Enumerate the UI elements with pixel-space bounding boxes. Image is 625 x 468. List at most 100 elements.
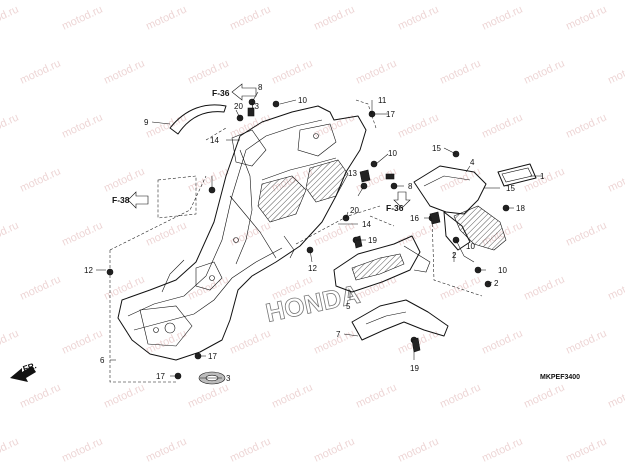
part-label-6: 6 bbox=[100, 356, 105, 365]
watermark-text: motod.ru bbox=[0, 219, 21, 248]
watermark-text: motod.ru bbox=[522, 57, 566, 86]
part-label-17a: 17 bbox=[386, 110, 395, 119]
part-4-tail-unit bbox=[413, 165, 507, 251]
watermark-text: motod.ru bbox=[18, 57, 62, 86]
part-label-19a: 19 bbox=[368, 236, 377, 245]
watermark-text: motod.ru bbox=[102, 165, 146, 194]
watermark-text: motod.ru bbox=[480, 327, 524, 356]
watermark-text: motod.ru bbox=[480, 435, 524, 464]
front-direction-arrow bbox=[10, 366, 36, 382]
watermark-text: motod.ru bbox=[186, 381, 230, 410]
watermark-text: motod.ru bbox=[522, 273, 566, 302]
part-5-bracket bbox=[333, 235, 431, 293]
watermark-text: motod.ru bbox=[480, 111, 524, 140]
watermark-text: motod.ru bbox=[606, 273, 625, 302]
part-label-12b: 12 bbox=[308, 264, 317, 273]
watermark-layer: motod.ru motod.ru motod.ru motod.ru motod.ru… bbox=[0, 3, 625, 464]
watermark-text: motod.ru bbox=[18, 273, 62, 302]
watermark-text: motod.ru bbox=[186, 57, 230, 86]
part-label-15b: 15 bbox=[506, 184, 515, 193]
part-label-7: 7 bbox=[336, 330, 341, 339]
part-label-9: 9 bbox=[144, 118, 149, 127]
watermark-text: motod.ru bbox=[438, 381, 482, 410]
watermark-text: motod.ru bbox=[0, 327, 21, 356]
watermark-text: motod.ru bbox=[606, 381, 625, 410]
part-label-13b: 13 bbox=[348, 169, 357, 178]
watermark-text: motod.ru bbox=[606, 165, 625, 194]
ref-label-f38: F-38 bbox=[112, 195, 130, 205]
rear-fender-assembly bbox=[117, 105, 367, 361]
watermark-text: motod.ru bbox=[102, 381, 146, 410]
ref-label-f36-top: F-36 bbox=[212, 88, 230, 98]
part-label-14a: 14 bbox=[210, 136, 219, 145]
watermark-text: motod.ru bbox=[228, 3, 272, 32]
part-label-2a: 2 bbox=[494, 279, 499, 288]
part-label-4: 4 bbox=[470, 158, 475, 167]
part-label-15a: 15 bbox=[432, 144, 441, 153]
part-label-16: 16 bbox=[410, 214, 419, 223]
part-label-20b: 20 bbox=[350, 206, 359, 215]
part-label-17c: 17 bbox=[156, 372, 165, 381]
watermark-text: motod.ru bbox=[396, 3, 440, 32]
ref-label-f36-right: F-36 bbox=[386, 203, 404, 213]
watermark-text: motod.ru bbox=[396, 219, 440, 248]
part-label-18: 18 bbox=[516, 204, 525, 213]
part-label-10a: 10 bbox=[298, 96, 307, 105]
watermark-text: motod.ru bbox=[186, 165, 230, 194]
watermark-text: motod.ru bbox=[564, 3, 608, 32]
watermark-text: motod.ru bbox=[396, 435, 440, 464]
watermark-text: motod.ru bbox=[564, 435, 608, 464]
watermark-text: motod.ru bbox=[0, 435, 21, 464]
watermark-text: motod.ru bbox=[312, 3, 356, 32]
watermark-text: motod.ru bbox=[102, 273, 146, 302]
part-label-5: 5 bbox=[346, 302, 351, 311]
watermark-text: motod.ru bbox=[18, 381, 62, 410]
watermark-text: motod.ru bbox=[60, 435, 104, 464]
watermark-text: motod.ru bbox=[354, 381, 398, 410]
diagram-code: MKPEF3400 bbox=[540, 374, 580, 381]
watermark-text: motod.ru bbox=[354, 165, 398, 194]
watermark-text: motod.ru bbox=[60, 111, 104, 140]
watermark-text: motod.ru bbox=[228, 219, 272, 248]
part-label-3: 3 bbox=[226, 374, 231, 383]
labels: F-36 F-38 F-36 FR. MKPEF3400 1 2 2 3 4 5… bbox=[22, 83, 581, 383]
watermark-text: motod.ru bbox=[60, 219, 104, 248]
part-label-10c: 10 bbox=[466, 242, 475, 251]
dashed-outlines bbox=[109, 99, 483, 383]
part-label-11: 11 bbox=[378, 96, 387, 105]
watermark-text: motod.ru bbox=[522, 381, 566, 410]
part-label-2b: 2 bbox=[452, 251, 457, 260]
watermark-text: motod.ru bbox=[0, 3, 21, 32]
watermark-text: motod.ru bbox=[438, 273, 482, 302]
watermark-text: motod.ru bbox=[0, 111, 21, 140]
watermark-text: motod.ru bbox=[354, 57, 398, 86]
part-label-14b: 14 bbox=[362, 220, 371, 229]
watermark-text: motod.ru bbox=[102, 57, 146, 86]
leader-lines bbox=[96, 91, 542, 379]
part-label-17b: 17 bbox=[208, 352, 217, 361]
watermark-text: motod.ru bbox=[396, 111, 440, 140]
part-label-8b: 8 bbox=[408, 182, 413, 191]
watermark-text: motod.ru bbox=[228, 327, 272, 356]
watermark-text: motod.ru bbox=[270, 57, 314, 86]
watermark-text: motod.ru bbox=[144, 219, 188, 248]
watermark-text: motod.ru bbox=[144, 3, 188, 32]
watermark-text: motod.ru bbox=[564, 111, 608, 140]
part-7-bracket bbox=[351, 299, 449, 341]
part-label-10d: 10 bbox=[498, 266, 507, 275]
part-label-19b: 19 bbox=[410, 364, 419, 373]
watermark-text: motod.ru bbox=[18, 165, 62, 194]
part-label-13a: 13 bbox=[250, 102, 259, 111]
reference-arrows bbox=[127, 83, 411, 209]
small-parts bbox=[353, 169, 441, 353]
part-label-10b: 10 bbox=[388, 149, 397, 158]
watermark-text: motod.ru bbox=[564, 327, 608, 356]
watermark-text: motod.ru bbox=[564, 219, 608, 248]
watermark-text: motod.ru bbox=[438, 57, 482, 86]
part-label-12a: 12 bbox=[84, 266, 93, 275]
watermark-text: motod.ru bbox=[144, 435, 188, 464]
watermark-text: motod.ru bbox=[270, 381, 314, 410]
watermark-text: motod.ru bbox=[60, 327, 104, 356]
watermark-text: motod.ru bbox=[228, 435, 272, 464]
